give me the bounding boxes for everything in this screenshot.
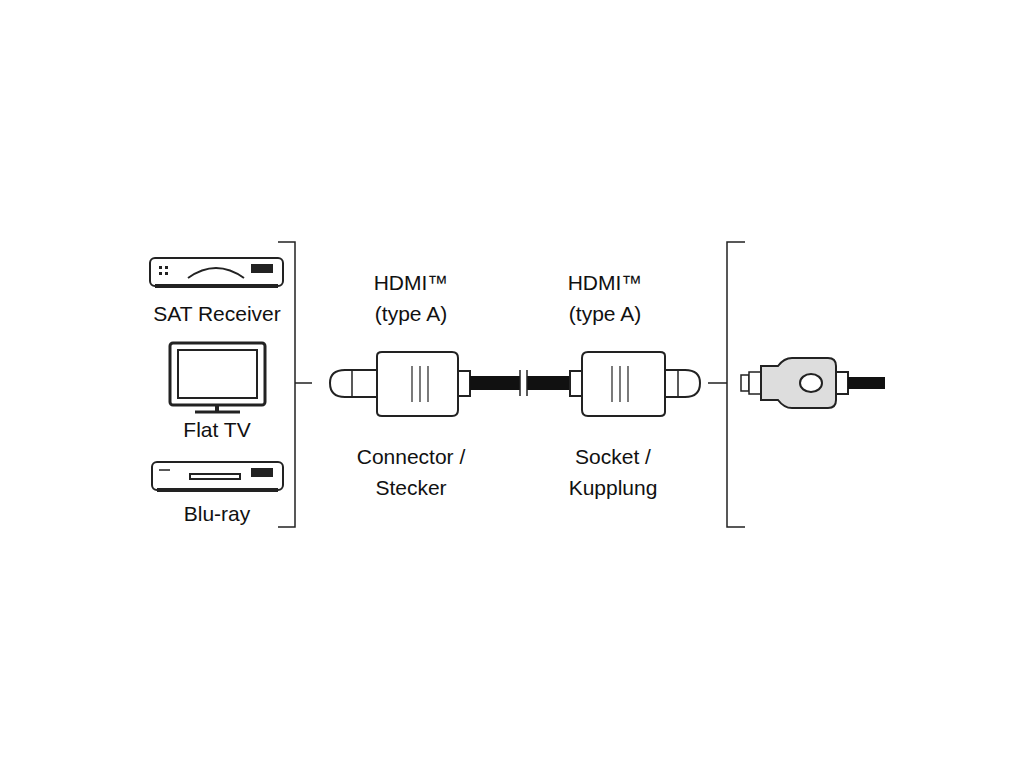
hdmi-socket bbox=[570, 352, 700, 416]
bracket bbox=[278, 242, 312, 527]
device-label: Blu-ray bbox=[184, 498, 251, 529]
bracket bbox=[708, 242, 745, 527]
hdmi-connector bbox=[330, 352, 470, 416]
connector-type-label: HDMI™ (type A) bbox=[555, 267, 655, 329]
sat-receiver-icon bbox=[150, 258, 283, 286]
device-label: SAT Receiver bbox=[153, 298, 281, 329]
flat-tv-icon bbox=[170, 343, 265, 412]
plug bbox=[741, 358, 885, 408]
blu-ray-icon bbox=[152, 462, 283, 490]
connector-type-label: HDMI™ (type A) bbox=[361, 267, 461, 329]
cable bbox=[470, 370, 570, 396]
part-label: Connector / Stecker bbox=[347, 441, 475, 503]
part-label: Socket / Kupplung bbox=[549, 441, 677, 503]
device-label: Flat TV bbox=[183, 414, 250, 445]
